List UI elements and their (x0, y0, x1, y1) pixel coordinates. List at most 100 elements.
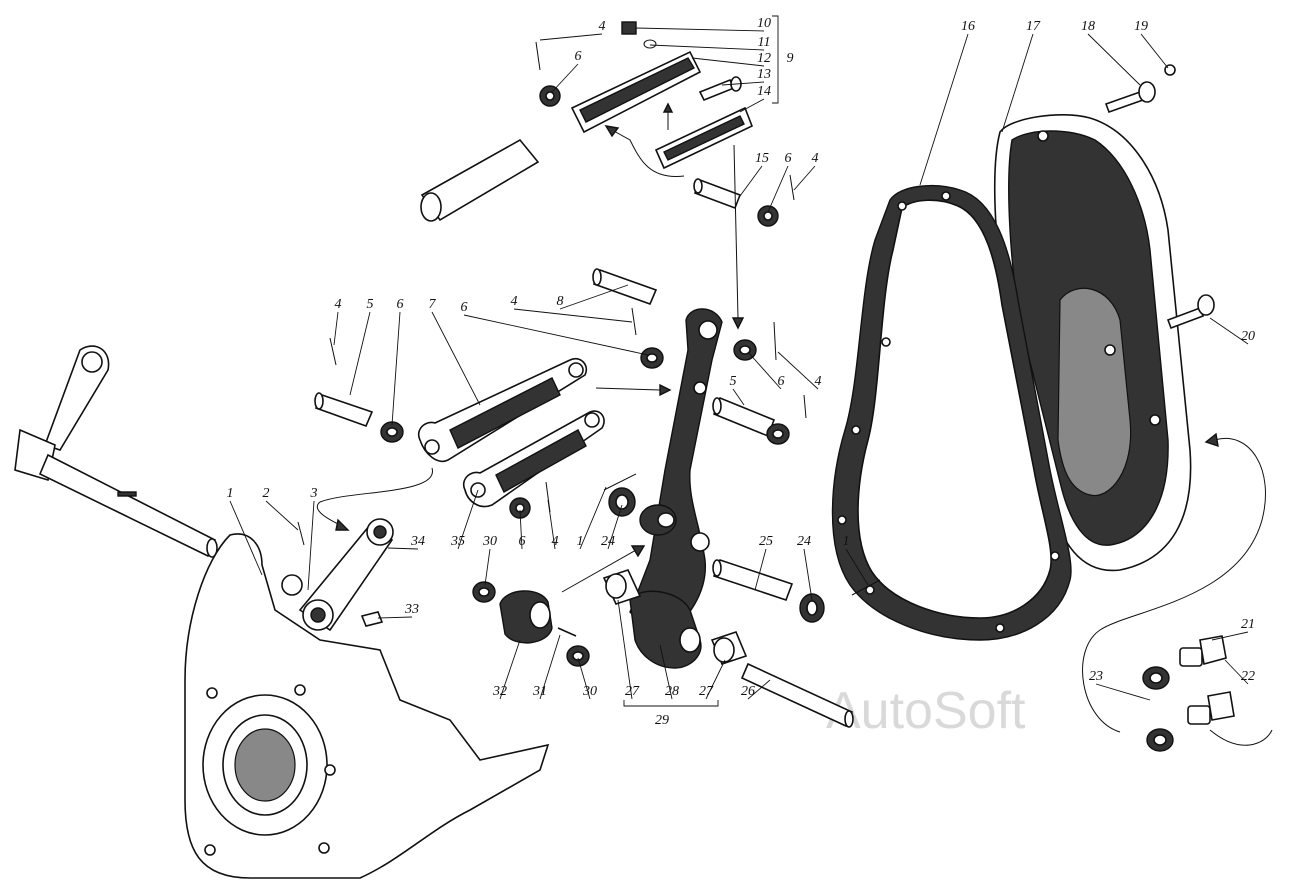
washer-24-right (799, 593, 825, 623)
leader-line-c34 (387, 547, 419, 550)
callout-c2: 2 (263, 486, 270, 501)
leader-line-c30b (577, 657, 591, 700)
clevis-12 (570, 50, 702, 134)
rod-end-tube (420, 138, 540, 222)
callout-c23: 23 (1089, 669, 1103, 684)
callout-c1a: 1 (227, 486, 234, 501)
leader-line-c22 (1224, 659, 1249, 685)
crank-lever-shaft (14, 345, 218, 558)
callout-c9: 9 (787, 51, 794, 66)
spring-7 (417, 357, 588, 462)
callout-c5a: 5 (367, 297, 374, 312)
spring-35 (462, 410, 605, 508)
cotter-pin-2 (297, 521, 305, 546)
callout-c1c: 1 (843, 534, 850, 549)
leader-line-c30a (484, 548, 491, 586)
cover-gasket (831, 185, 1072, 641)
cover-bolt-18 (1104, 81, 1156, 114)
leader-line-c18 (1087, 33, 1141, 86)
cotter-pin-4-mid (631, 307, 637, 336)
leader-line-c6a (391, 311, 401, 426)
leader-line-c1c (845, 548, 869, 586)
leader-line-c27b (705, 659, 726, 700)
assembly-arrows (317, 102, 1273, 746)
leader-line-c24b (803, 548, 813, 601)
leader-line-c6c (463, 314, 649, 356)
callout-c22: 22 (1241, 669, 1255, 684)
key-33 (360, 611, 384, 627)
watermark: AutoSoft (826, 682, 1026, 740)
callout-c4e: 4 (599, 19, 606, 34)
callout-c6b: 6 (519, 534, 526, 549)
leader-line-c21 (1211, 631, 1249, 641)
leader-line-c19 (1140, 33, 1169, 69)
leader-line-c1b (579, 486, 607, 550)
drain-plug-lower (1187, 691, 1235, 725)
callout-c6d: 6 (778, 374, 785, 389)
callout-c7: 7 (429, 297, 437, 312)
callout-c27b: 27 (699, 684, 714, 699)
bracket-29 (623, 700, 719, 707)
callout-c15: 15 (755, 151, 769, 166)
callout-c3: 3 (310, 486, 318, 501)
leader-line-c6d (747, 351, 782, 390)
cotter-pin-4-left (329, 337, 337, 366)
shaft-26 (740, 662, 854, 728)
callout-c4d: 4 (815, 374, 822, 389)
leader-line-c13 (721, 81, 765, 86)
leader-line-c4f (793, 165, 816, 191)
callout-c6f: 6 (785, 151, 792, 166)
callout-c34: 34 (410, 534, 425, 549)
callout-c13: 13 (757, 67, 771, 82)
shaft-25 (712, 558, 794, 602)
leader-line-c15 (739, 165, 763, 197)
drain-plug-upper (1179, 635, 1227, 667)
callout-c6a: 6 (397, 297, 404, 312)
callout-c6e: 6 (575, 49, 582, 64)
cotter-pin-4-upper-right (789, 174, 795, 201)
callout-c18: 18 (1081, 19, 1095, 34)
leader-line-c11 (649, 44, 765, 51)
leader-line-c33 (377, 616, 413, 619)
callout-c14: 14 (757, 84, 771, 99)
leader-line-c4c (513, 308, 633, 323)
bushing-27-left (602, 569, 642, 605)
callout-c31: 31 (532, 684, 547, 699)
cover-bolt-20 (1166, 294, 1215, 330)
callout-c35: 35 (450, 534, 465, 549)
roller-32 (499, 590, 553, 644)
callout-c8: 8 (557, 294, 564, 309)
leader-line-c4e (539, 33, 603, 41)
lock-washer-11 (643, 39, 657, 49)
nut-10 (621, 21, 637, 35)
pin-5-left (314, 392, 374, 428)
leader-line-c6b (519, 509, 523, 550)
clevis-14 (654, 106, 754, 170)
cotter-pin-4-right-a (773, 321, 777, 361)
callout-c11: 11 (758, 35, 771, 50)
leader-line-c6e (551, 63, 579, 93)
leader-line-c6f (767, 165, 789, 213)
leader-line-c4a (333, 311, 339, 346)
leader-line-c35 (457, 489, 479, 550)
cotter-pin-1-center (603, 473, 637, 491)
callout-c5b: 5 (730, 374, 737, 389)
cotter-pin-4-top (535, 41, 541, 71)
callout-c30a: 30 (482, 534, 497, 549)
callout-c28: 28 (665, 684, 679, 699)
leader-line-c8 (559, 284, 629, 310)
callout-c30b: 30 (582, 684, 597, 699)
leader-line-c32 (499, 639, 521, 700)
leader-line-c4b (547, 499, 556, 550)
leader-line-c7 (431, 311, 481, 406)
callout-c20: 20 (1241, 329, 1255, 344)
leader-line-c5b (732, 388, 745, 406)
callout-c33: 33 (404, 602, 419, 617)
leader-line-c2 (265, 500, 299, 531)
cotter-pin-4-right-b (803, 394, 807, 419)
callout-c4c: 4 (511, 294, 518, 309)
center-lever-28 (629, 308, 723, 669)
callout-c25: 25 (759, 534, 773, 549)
